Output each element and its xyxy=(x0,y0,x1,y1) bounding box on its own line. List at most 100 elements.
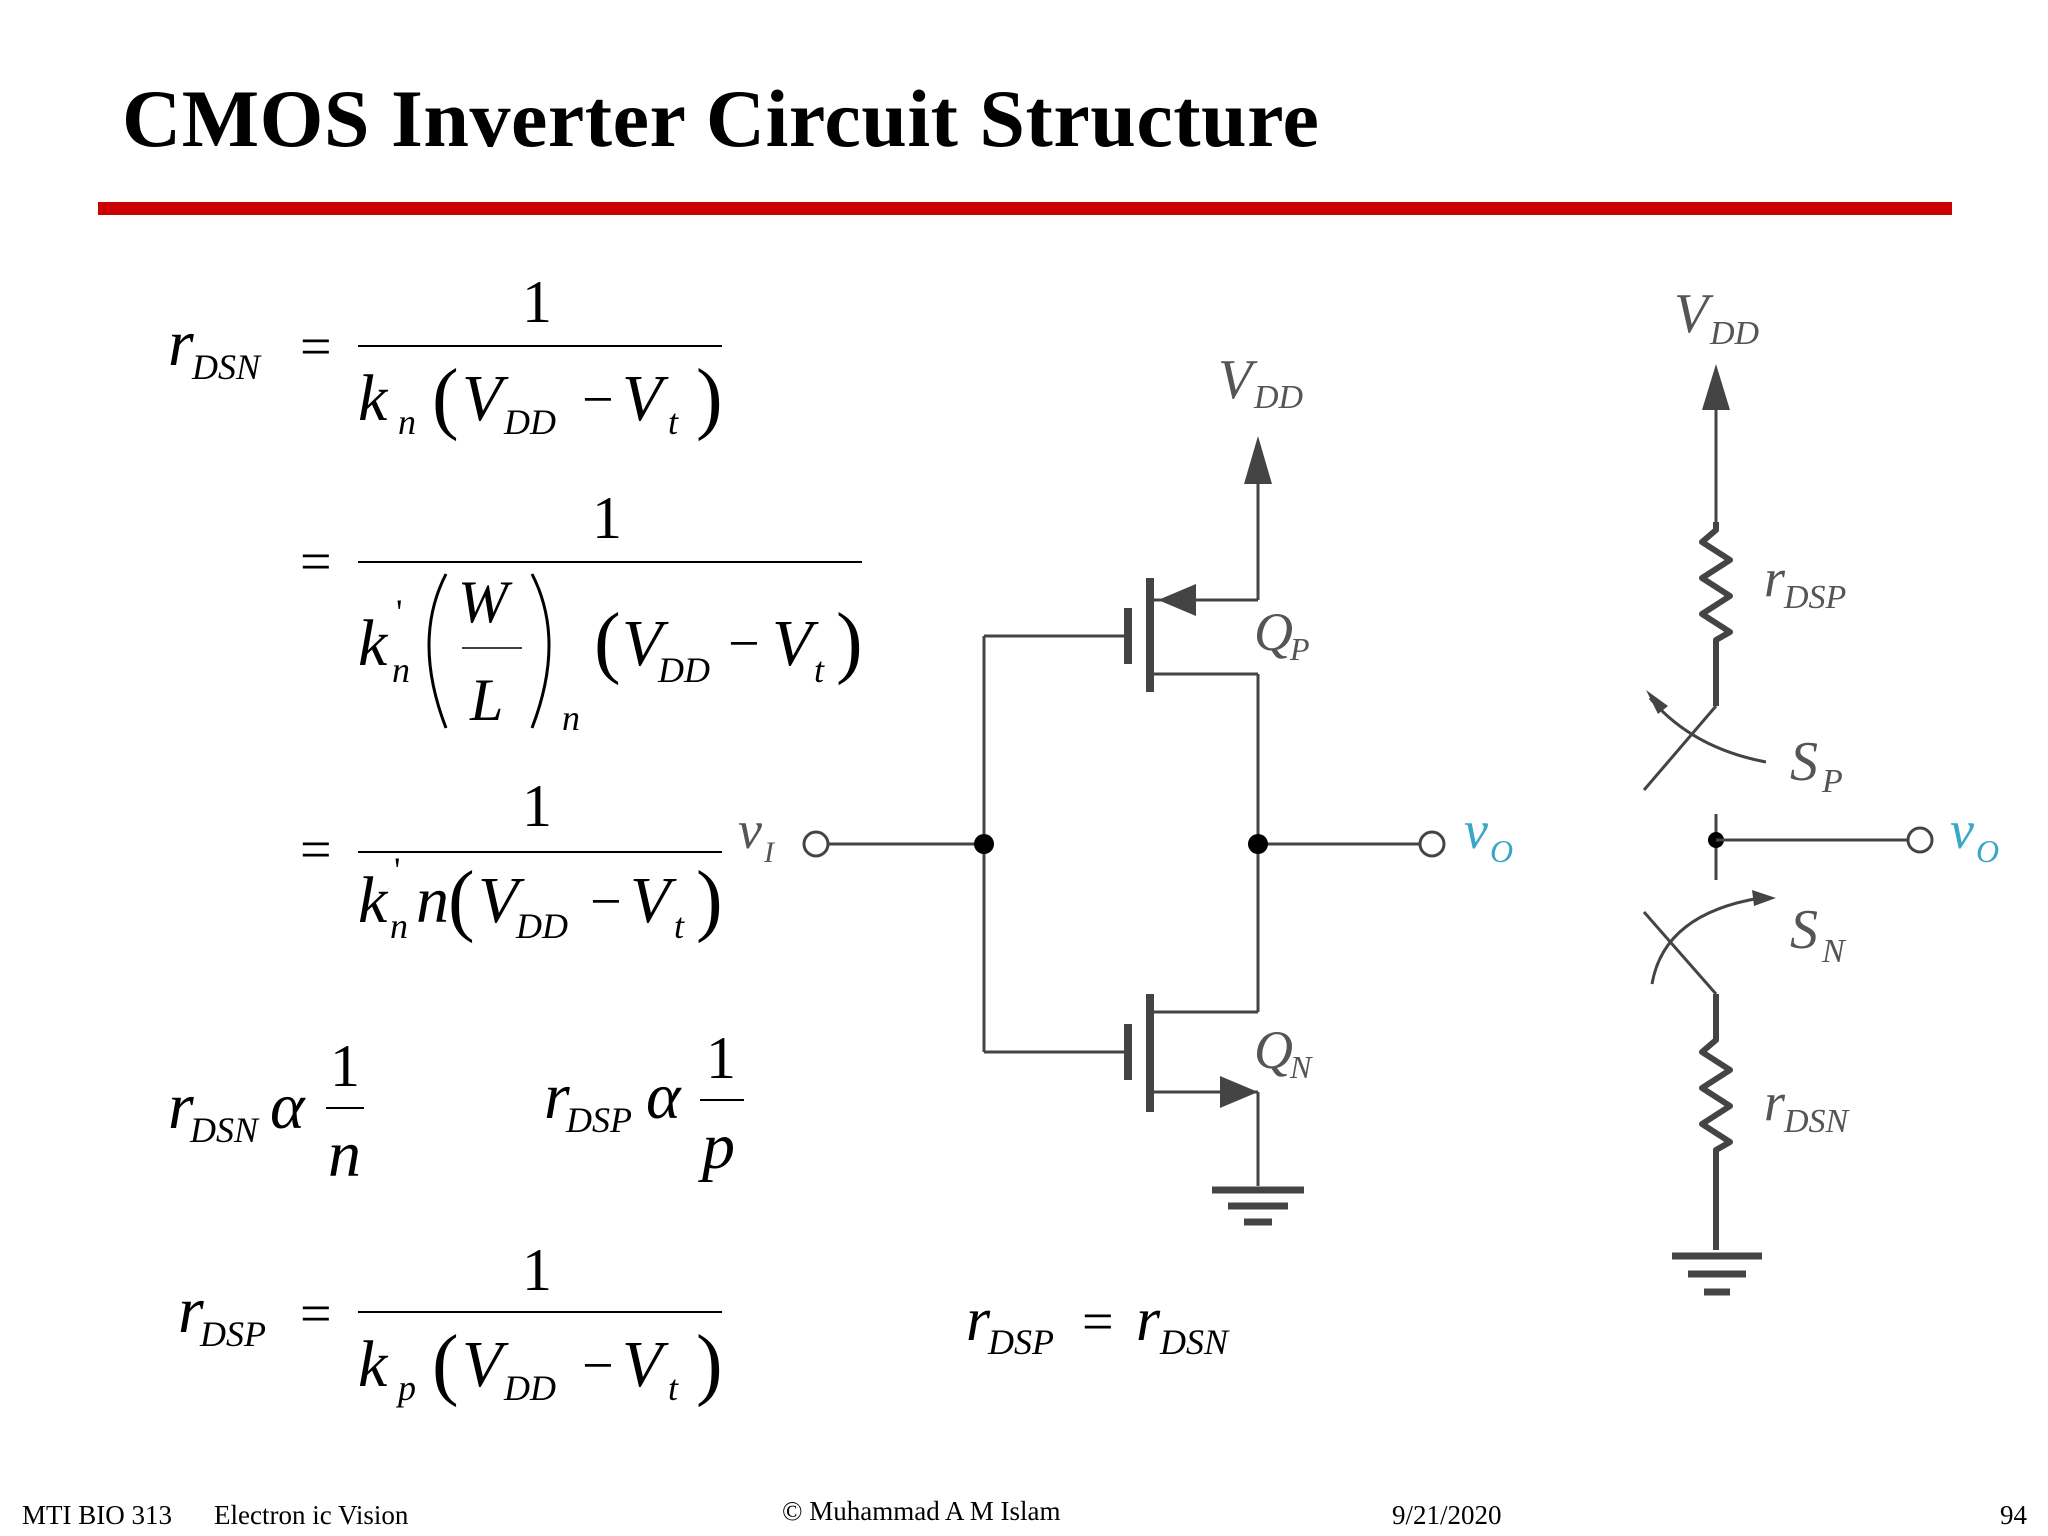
eq2-rparen: ) xyxy=(836,598,863,686)
rdsp-label: r xyxy=(1764,548,1786,608)
eq4-minus: − xyxy=(582,1335,614,1397)
eq2-equals: = xyxy=(300,531,332,593)
footer-subject: Electron ic Vision xyxy=(214,1500,409,1530)
eq1-k: k xyxy=(358,362,389,435)
prop2-one: 1 xyxy=(706,1025,736,1091)
eq1-equals: = xyxy=(300,316,332,378)
eq1-rparen: ) xyxy=(696,354,723,442)
equation-rdsp-equals-rdsn: r DSP = r DSN xyxy=(966,1286,1230,1362)
vi-sub-label: I xyxy=(763,836,776,869)
qn-label: Q xyxy=(1254,1020,1293,1080)
sp-switch-blade xyxy=(1642,705,1718,791)
schematic-labels: V DD Q P Q N v I v O xyxy=(738,349,1513,1085)
eq2-L: L xyxy=(469,667,503,733)
vdd-label: V xyxy=(1218,349,1258,411)
eq3-V: V xyxy=(478,864,525,937)
eq1-r: r xyxy=(168,307,194,380)
vdd-arrow-icon xyxy=(1244,436,1272,484)
footer-copyright: © Muhammad A M Islam xyxy=(782,1496,1061,1526)
slide-title: CMOS Inverter Circuit Structure xyxy=(122,73,1320,164)
eq1-V: V xyxy=(462,362,509,435)
eq5-r1: r xyxy=(966,1286,991,1354)
eq3-sub-n: n xyxy=(390,906,408,946)
eq2-big-lparen xyxy=(427,573,448,729)
vo-label: v xyxy=(1464,800,1488,860)
eq3-n: n xyxy=(416,864,449,937)
prop1-sub: DSN xyxy=(189,1110,260,1150)
sw-vdd-label: V xyxy=(1674,283,1714,345)
vdd-sub-label: DD xyxy=(1253,379,1304,416)
eq2-numerator: 1 xyxy=(592,485,622,551)
qp-sub-label: P xyxy=(1289,631,1310,667)
equation-rdsn-basic: r DSN = 1 k n ( V DD − V t ) xyxy=(168,269,723,442)
eq3-lparen: ( xyxy=(448,856,475,944)
equation-rdsn-ratio: = 1 k ' n n ( V DD − V t ) xyxy=(300,773,723,946)
eq3-prime: ' xyxy=(394,850,401,890)
qn-sub-label: N xyxy=(1289,1049,1313,1085)
sp-arrow-icon xyxy=(1646,690,1668,714)
eq2-sub-n2: n xyxy=(562,698,580,738)
sw-vo-sub-label: O xyxy=(1976,833,1999,869)
eq3-equals: = xyxy=(300,819,332,881)
qp-label: Q xyxy=(1254,602,1293,662)
eq2-W: W xyxy=(458,569,513,635)
sw-vdd-sub-label: DD xyxy=(1709,315,1760,352)
eq4-sub-t: t xyxy=(668,1368,679,1408)
sn-switch-arc xyxy=(1650,896,1761,985)
prop1-alpha: α xyxy=(270,1070,306,1143)
input-node-dot xyxy=(974,834,994,854)
prop1-one: 1 xyxy=(330,1033,360,1099)
eq4-equals: = xyxy=(300,1283,332,1345)
prop2-p: p xyxy=(698,1110,735,1183)
footer-course: MTI BIO 313 xyxy=(22,1500,172,1530)
eq2-big-rparen xyxy=(530,573,551,729)
eq4-sub-dd: DD xyxy=(503,1368,556,1408)
rdsn-label: r xyxy=(1764,1072,1786,1132)
output-node-dot xyxy=(1248,834,1268,854)
eq4-sub-p: p xyxy=(395,1368,416,1408)
title-underline xyxy=(98,202,1952,215)
eq2-lparen: ( xyxy=(594,598,621,686)
equation-rdsp: r DSP = 1 k p ( V DD − V t ) xyxy=(178,1237,723,1408)
vo-sub-label: O xyxy=(1490,833,1513,869)
eq2-prime: ' xyxy=(396,592,403,632)
eq1-minus: − xyxy=(582,369,614,431)
sw-vdd-arrow-icon xyxy=(1702,364,1730,410)
sn-label: S xyxy=(1790,899,1818,961)
eq2-V: V xyxy=(622,607,669,680)
eq3-rparen: ) xyxy=(696,856,723,944)
eq4-sub: DSP xyxy=(199,1314,266,1354)
cmos-inverter-schematic xyxy=(802,436,1446,1226)
eq5-sub2: DSN xyxy=(1159,1322,1230,1362)
qn-arrow-icon xyxy=(1220,1076,1258,1108)
eq3-minus: − xyxy=(590,871,622,933)
eq5-equals: = xyxy=(1082,1291,1114,1353)
eq4-r: r xyxy=(178,1274,204,1347)
eq2-Vt: V xyxy=(772,607,819,680)
eq1-lparen: ( xyxy=(432,354,459,442)
footer-page-number: 94 xyxy=(2000,1500,2027,1530)
eq3-sub-dd: DD xyxy=(515,906,568,946)
vi-label: v xyxy=(738,800,762,860)
rdsn-sub-label: DSN xyxy=(1783,1103,1851,1140)
proportionality-rdsp: r DSP α 1 p xyxy=(544,1025,744,1183)
eq1-numerator: 1 xyxy=(522,269,552,335)
sw-output-terminal xyxy=(1906,826,1934,854)
input-terminal xyxy=(802,830,830,858)
eq3-sub-t: t xyxy=(674,906,685,946)
qp-arrow-icon xyxy=(1158,584,1196,616)
eq2-k: k xyxy=(358,607,389,680)
switch-schematic-labels: V DD r DSP S P v O S N r DSN xyxy=(1674,283,1999,1140)
proportionality-rdsn: r DSN α 1 n xyxy=(168,1033,364,1191)
sp-label: S xyxy=(1790,731,1818,793)
eq1-sub-dd: DD xyxy=(503,402,556,442)
eq3-Vt: V xyxy=(630,864,677,937)
eq3-k: k xyxy=(358,864,389,937)
eq3-numerator: 1 xyxy=(522,773,552,839)
sw-vo-label: v xyxy=(1950,800,1974,860)
prop1-n: n xyxy=(328,1118,361,1191)
footer-date: 9/21/2020 xyxy=(1392,1500,1502,1530)
sp-switch-arc xyxy=(1648,697,1767,764)
prop2-alpha: α xyxy=(646,1060,682,1133)
